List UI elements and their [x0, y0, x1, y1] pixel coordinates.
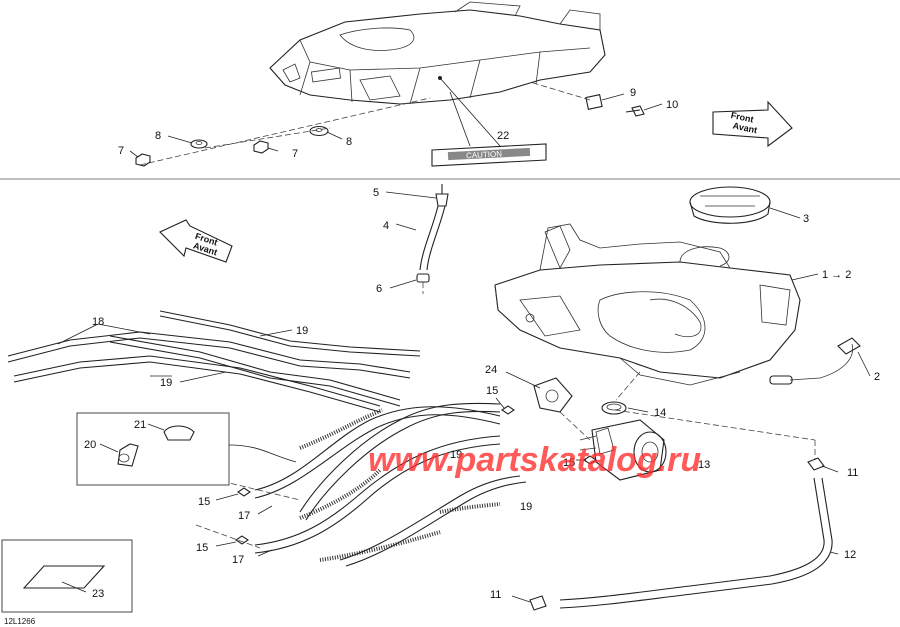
- callout-15-a: 15: [486, 385, 498, 397]
- callout-12: 12: [844, 549, 856, 561]
- callout-2: 2: [874, 371, 880, 383]
- fitting-5: [435, 184, 449, 207]
- screw-10: [625, 105, 645, 117]
- flange-24: [533, 377, 573, 413]
- fuel-line-12: [559, 477, 833, 609]
- callout-24: 24: [485, 364, 497, 376]
- chassis-frame: [269, 1, 606, 105]
- clamp-6: [416, 273, 430, 283]
- front-label-top: Front: [730, 110, 755, 125]
- callout-3: 3: [803, 213, 809, 225]
- callout-19-b: 19: [160, 377, 172, 389]
- front-arrow-mid: Front Avant: [159, 219, 233, 263]
- fuel-cap-3: [689, 186, 771, 224]
- callout-17-a: 17: [238, 510, 250, 522]
- gasket-14: [601, 401, 627, 415]
- callout-13: 13: [698, 459, 710, 471]
- inset-decal-box: [1, 539, 133, 613]
- callout-1: 1 → 2: [822, 269, 851, 281]
- caution-decal-22: CAUTION: [431, 143, 547, 167]
- clamp-11-a: [807, 457, 825, 471]
- callout-10: 10: [666, 99, 678, 111]
- vent-hose-4: [419, 205, 446, 271]
- callout-22: 22: [497, 130, 509, 142]
- fitting-15-c: [237, 487, 251, 497]
- watermark-text: www.partskatalog.ru: [368, 441, 701, 479]
- callout-4: 4: [383, 220, 389, 232]
- fuel-sensor-2: [769, 337, 861, 385]
- callout-19-c: 19: [450, 449, 462, 461]
- front-arrow-top: Front Avant: [712, 100, 793, 148]
- fitting-15-b: [583, 455, 597, 465]
- clamp-11-b: [529, 595, 547, 611]
- callout-7-left: 7: [118, 145, 124, 157]
- decal-text: CAUTION: [466, 149, 503, 160]
- figure-code: 12L1266: [4, 617, 36, 626]
- callout-6: 6: [376, 283, 382, 295]
- callout-17-b: 17: [232, 554, 244, 566]
- callout-11-right: 11: [847, 467, 858, 479]
- washer-8-right: [309, 125, 329, 137]
- callout-8-left: 8: [155, 130, 161, 142]
- callout-21: 21: [134, 419, 146, 431]
- nut-7-right: [253, 140, 269, 154]
- avant-label-top: Avant: [732, 120, 758, 135]
- callout-11-bottom: 11: [490, 589, 501, 601]
- callout-15-c: 15: [198, 496, 210, 508]
- fuel-tank: [494, 223, 801, 386]
- callout-8-right: 8: [346, 136, 352, 148]
- fuel-pump-13: [579, 419, 667, 481]
- fuel-lines-18-19: [7, 310, 421, 413]
- nut-7-left: [135, 153, 151, 167]
- callout-15-b: 15: [563, 457, 575, 469]
- callout-19-d: 19: [520, 501, 532, 513]
- fuel-hoses-lower: [254, 402, 527, 567]
- callout-15-d: 15: [196, 542, 208, 554]
- washer-8-left: [190, 139, 208, 149]
- callout-23: 23: [92, 588, 104, 600]
- fitting-15-a: [501, 405, 515, 415]
- clip-9: [585, 94, 603, 110]
- inset-bracket-box: [76, 412, 230, 486]
- callout-14: 14: [654, 407, 666, 419]
- callout-7-right: 7: [292, 148, 298, 160]
- callout-20: 20: [84, 439, 96, 451]
- fitting-15-d: [235, 535, 249, 545]
- callout-18: 18: [92, 316, 104, 328]
- callout-19-a: 19: [296, 325, 308, 337]
- callout-5: 5: [373, 187, 379, 199]
- callout-9: 9: [630, 87, 636, 99]
